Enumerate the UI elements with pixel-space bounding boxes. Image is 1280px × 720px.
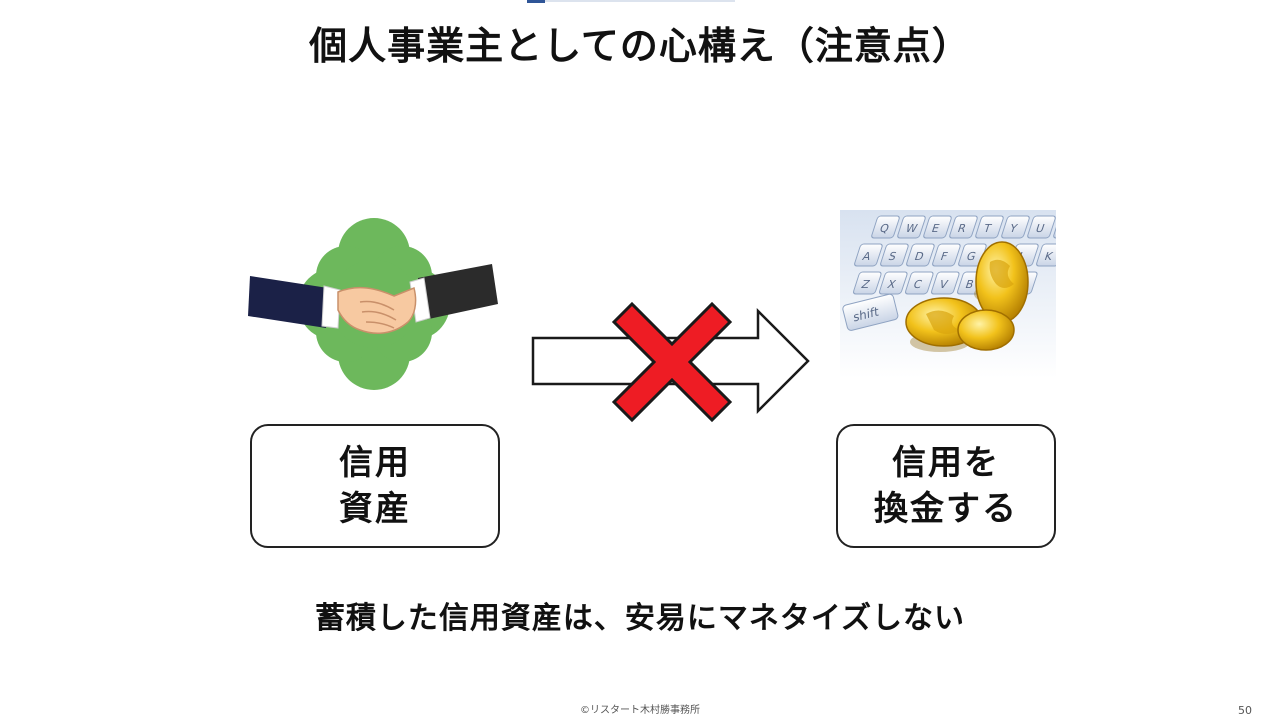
credit-asset-line2: 資産 bbox=[339, 489, 411, 529]
shift-key: shift bbox=[842, 293, 899, 331]
keyboard-key-label: Z bbox=[860, 278, 872, 291]
header-accent-bar bbox=[527, 0, 545, 3]
key-message: 蓄積した信用資産は、安易にマネタイズしない bbox=[314, 601, 966, 636]
keyboard-key-label: G bbox=[965, 250, 978, 263]
monetize-credit-line2: 換金する bbox=[874, 489, 1018, 529]
handshake-clover-illustration bbox=[248, 218, 500, 390]
keyboard-key bbox=[931, 271, 960, 295]
keyboard-key bbox=[880, 243, 909, 267]
keyboard-key bbox=[1027, 215, 1056, 239]
keyboard-key bbox=[871, 215, 900, 239]
keyboard-key-label: X bbox=[886, 278, 898, 291]
slide-title: 個人事業主としての心構え（注意点） bbox=[309, 24, 971, 68]
monetize-credit-box: 信用を 換金する bbox=[836, 424, 1056, 548]
copyright-footer: ©リスタート木村勝事務所 bbox=[580, 705, 700, 716]
prohibition-cross-icon bbox=[608, 298, 736, 426]
keyboard-key-label: W bbox=[904, 222, 919, 235]
keyboard-key-label: S bbox=[887, 250, 898, 263]
keyboard-key-label: F bbox=[939, 250, 949, 263]
keyboard-key bbox=[905, 271, 934, 295]
keyboard-key-label: T bbox=[981, 222, 993, 235]
keyboard-key bbox=[1001, 215, 1030, 239]
page-number: 50 bbox=[1238, 704, 1252, 717]
keyboard-key bbox=[897, 215, 926, 239]
keyboard-key bbox=[923, 215, 952, 239]
keyboard-key-label: C bbox=[912, 278, 924, 291]
clasped-hands bbox=[337, 286, 417, 335]
credit-asset-box: 信用 資産 bbox=[250, 424, 500, 548]
keyboard-key bbox=[853, 271, 882, 295]
gold-coins bbox=[905, 241, 1029, 352]
left-arm bbox=[248, 276, 341, 329]
keyboard-key-label: R bbox=[956, 222, 968, 235]
keyboard-key bbox=[975, 215, 1004, 239]
keyboard-key bbox=[932, 243, 961, 267]
credit-asset-line1: 信用 bbox=[339, 443, 411, 483]
keyboard-key-label: A bbox=[861, 250, 873, 263]
keyboard-key-label: E bbox=[930, 222, 941, 235]
keyboard-key-label: B bbox=[964, 278, 976, 291]
monetize-credit-line1: 信用を bbox=[892, 443, 1000, 483]
keyboard-key bbox=[854, 243, 883, 267]
shift-key-label: shift bbox=[851, 304, 881, 324]
keyboard-key-label: K bbox=[1043, 250, 1055, 263]
keyboard-key-label: Q bbox=[878, 222, 891, 235]
keyboard-key-label: V bbox=[938, 278, 950, 291]
keyboard-key-label: Y bbox=[1007, 222, 1019, 235]
keyboard-coins-illustration: QWERTYUIOP ASDFGHJKL ZXCVBNM shift bbox=[840, 210, 1134, 378]
header-divider bbox=[545, 0, 735, 2]
keyboard-key bbox=[949, 215, 978, 239]
keyboard-key bbox=[906, 243, 935, 267]
